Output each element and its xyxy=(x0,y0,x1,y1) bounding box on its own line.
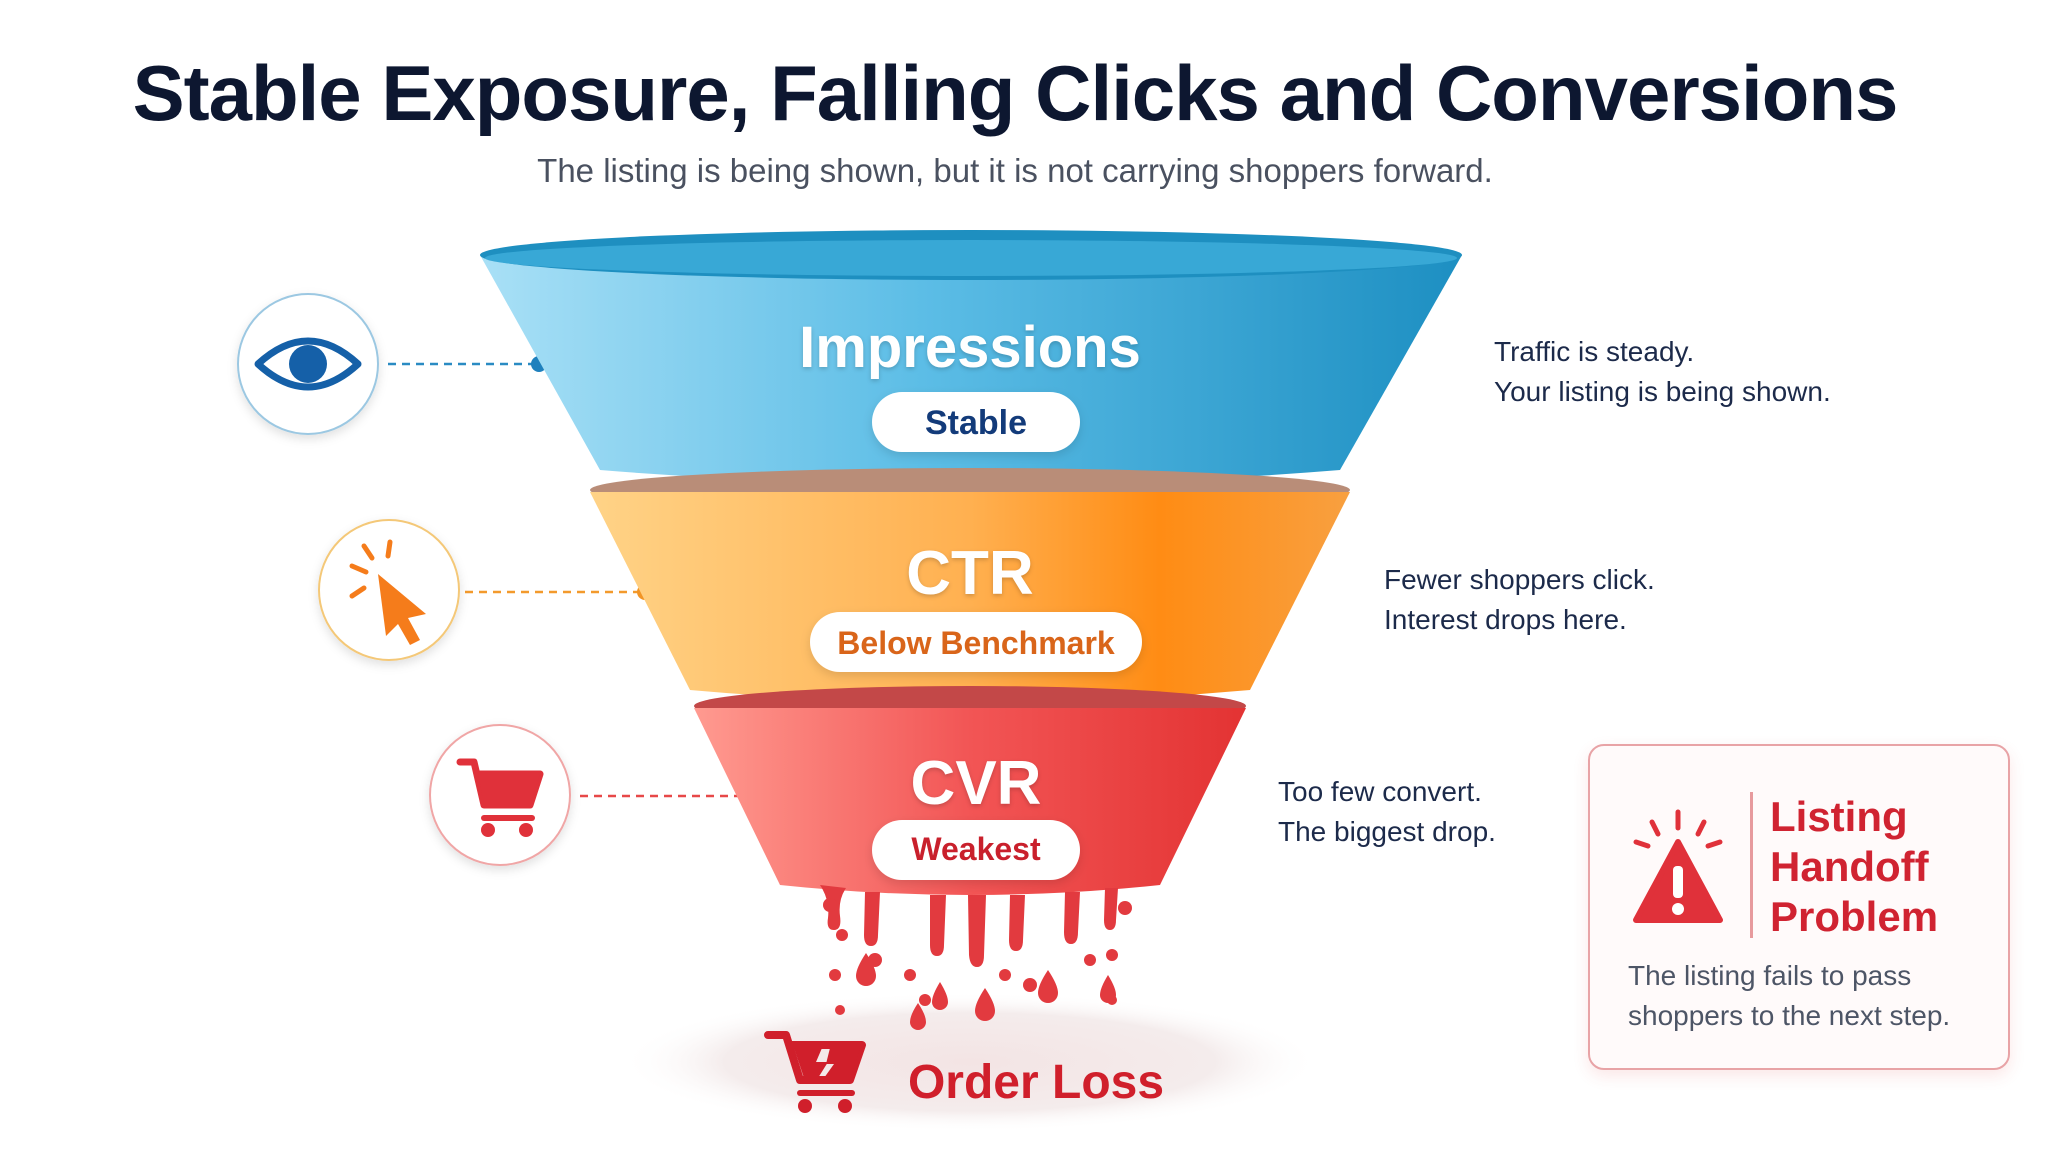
callout-body-line: The listing fails to pass xyxy=(1628,960,1912,991)
funnel-stage-impressions xyxy=(480,255,1462,485)
status-text-impressions: Stable xyxy=(925,404,1027,442)
outcome-label: Order Loss xyxy=(908,1056,1164,1109)
page-title: Stable Exposure, Falling Clicks and Conv… xyxy=(132,49,1899,137)
funnel-stage-ctr xyxy=(590,492,1350,703)
callout-body: The listing fails to pass shoppers to th… xyxy=(1628,956,1998,1036)
funnel-stage-cvr xyxy=(694,708,1246,895)
eye-icon xyxy=(237,293,379,435)
status-text-ctr: Below Benchmark xyxy=(837,625,1115,661)
callout-divider xyxy=(1750,792,1753,938)
status-pill-impressions xyxy=(872,392,1080,452)
note-line: Fewer shoppers click. xyxy=(1384,564,1655,595)
callout-body-line: shoppers to the next step. xyxy=(1628,1000,1951,1031)
note-impressions: Traffic is steady. Your listing is being… xyxy=(1494,332,1831,412)
note-line: Traffic is steady. xyxy=(1494,336,1695,367)
note-line: Too few convert. xyxy=(1278,776,1482,807)
stage-label-impressions: Impressions xyxy=(799,315,1141,380)
note-line: The biggest drop. xyxy=(1278,816,1496,847)
callout-title: Listing Handoff Problem xyxy=(1770,792,2000,942)
status-pill-ctr xyxy=(810,612,1142,672)
callout-title-line: Problem xyxy=(1770,893,1939,940)
callout-card: Listing Handoff Problem The listing fail… xyxy=(1588,744,2010,1070)
note-line: Your listing is being shown. xyxy=(1494,376,1831,407)
stage-label-cvr: CVR xyxy=(911,749,1042,818)
leak-drips xyxy=(820,885,1132,1030)
callout-title-line: Listing xyxy=(1770,793,1908,840)
note-cvr: Too few convert. The biggest drop. xyxy=(1278,772,1496,852)
shopping-cart-icon xyxy=(429,724,571,866)
status-text-cvr: Weakest xyxy=(911,831,1041,867)
status-pill-cvr xyxy=(872,820,1080,880)
stage-label-ctr: CTR xyxy=(906,539,1033,608)
note-line: Interest drops here. xyxy=(1384,604,1627,635)
page-subtitle: The listing is being shown, but it is no… xyxy=(537,152,1493,189)
cursor-click-icon xyxy=(318,519,460,661)
note-ctr: Fewer shoppers click. Interest drops her… xyxy=(1384,560,1655,640)
broken-cart-icon xyxy=(764,1031,866,1113)
warning-icon xyxy=(1633,809,1723,923)
funnel-rim-inner xyxy=(485,240,1457,276)
ground-shadow xyxy=(620,992,1320,1132)
callout-title-line: Handoff xyxy=(1770,843,1929,890)
